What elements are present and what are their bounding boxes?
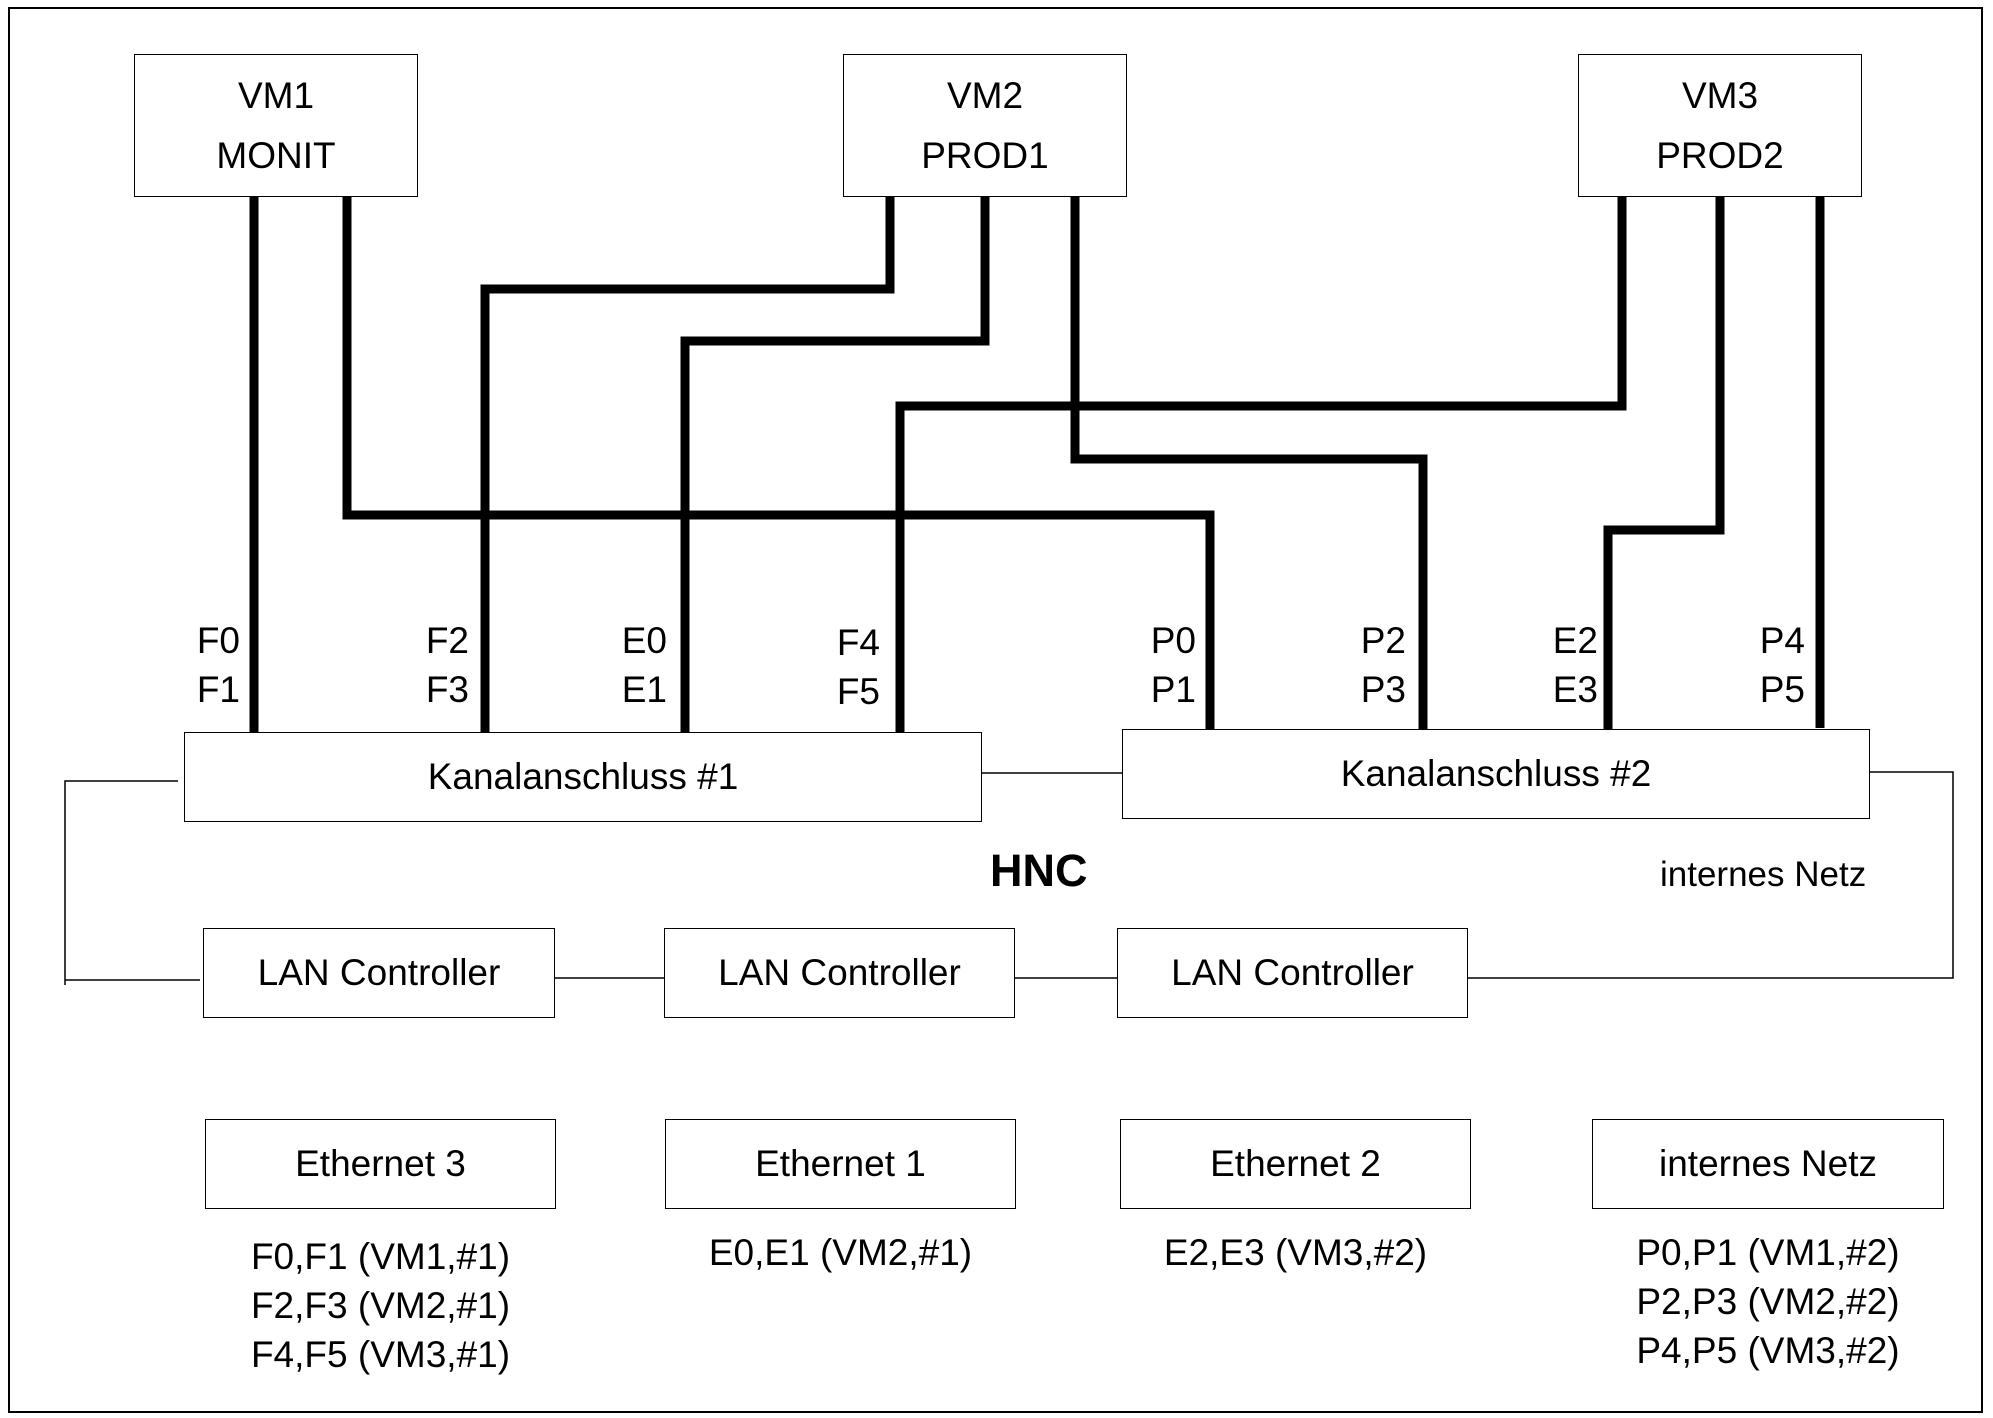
mapping-item: F4,F5 (VM3,#1) bbox=[250, 1334, 511, 1375]
mapping-list-ethernet2: E2,E3 (VM3,#2) bbox=[1120, 1228, 1471, 1277]
mapping-list-ethernet1: E0,E1 (VM2,#1) bbox=[665, 1228, 1016, 1277]
line-vm1-p0p1 bbox=[342, 196, 1215, 730]
vm3-name: VM3 bbox=[1681, 75, 1759, 117]
network-ethernet2-label: Ethernet 2 bbox=[1210, 1143, 1381, 1185]
mapping-item: E2,E3 (VM3,#2) bbox=[1163, 1232, 1428, 1273]
kanalanschluss-1-label: Kanalanschluss #1 bbox=[427, 756, 739, 798]
mapping-item: F2,F3 (VM2,#1) bbox=[250, 1285, 511, 1326]
vm1-name: VM1 bbox=[237, 75, 315, 117]
mapping-item: F0,F1 (VM1,#1) bbox=[250, 1236, 511, 1277]
network-ethernet1-box: Ethernet 1 bbox=[665, 1119, 1016, 1209]
internal-net-label: internes Netz bbox=[1660, 855, 1867, 894]
vm2-role: PROD1 bbox=[921, 134, 1049, 176]
network-ethernet2-box: Ethernet 2 bbox=[1120, 1119, 1471, 1209]
kanalanschluss-2-box: Kanalanschluss #2 bbox=[1122, 729, 1870, 819]
kanalanschluss-2-label: Kanalanschluss #2 bbox=[1340, 753, 1652, 795]
mapping-item: E0,E1 (VM2,#1) bbox=[708, 1232, 973, 1273]
lan-controller-2-box: LAN Controller bbox=[664, 928, 1015, 1018]
line-vm2-p2p3 bbox=[1070, 196, 1428, 730]
mapping-list-ethernet3: F0,F1 (VM1,#1) F2,F3 (VM2,#1) F4,F5 (VM3… bbox=[205, 1232, 556, 1379]
lan-controller-1-label: LAN Controller bbox=[257, 952, 501, 994]
network-internal-label: internes Netz bbox=[1659, 1143, 1877, 1185]
line-vm3-e2e3 bbox=[1603, 196, 1725, 730]
vm2-box: VM2 PROD1 bbox=[843, 54, 1127, 197]
lan-controller-1-box: LAN Controller bbox=[203, 928, 555, 1018]
lan-controller-3-label: LAN Controller bbox=[1171, 952, 1414, 994]
line-vm2-e0e1 bbox=[680, 196, 990, 732]
diagram-frame bbox=[8, 7, 1983, 1413]
mapping-list-internal: P0,P1 (VM1,#2) P2,P3 (VM2,#2) P4,P5 (VM3… bbox=[1592, 1228, 1944, 1375]
hnc-label: HNC bbox=[990, 845, 1088, 896]
network-ethernet3-box: Ethernet 3 bbox=[205, 1119, 556, 1209]
network-internal-box: internes Netz bbox=[1592, 1119, 1944, 1209]
bus-left bbox=[64, 780, 178, 985]
network-ethernet1-label: Ethernet 1 bbox=[755, 1143, 926, 1185]
vm3-box: VM3 PROD2 bbox=[1578, 54, 1862, 197]
kanalanschluss-1-box: Kanalanschluss #1 bbox=[184, 732, 982, 822]
line-vm2-f2f3 bbox=[480, 196, 895, 732]
mapping-item: P2,P3 (VM2,#2) bbox=[1636, 1281, 1900, 1322]
bus-right bbox=[1468, 771, 1954, 979]
network-ethernet3-label: Ethernet 3 bbox=[295, 1143, 466, 1185]
vm1-box: VM1 MONIT bbox=[134, 54, 418, 197]
vm3-role: PROD2 bbox=[1656, 134, 1784, 176]
vm2-name: VM2 bbox=[946, 75, 1024, 117]
lan-controller-2-label: LAN Controller bbox=[718, 952, 961, 994]
mapping-item: P0,P1 (VM1,#2) bbox=[1636, 1232, 1900, 1273]
lan-controller-3-box: LAN Controller bbox=[1117, 928, 1468, 1018]
mapping-item: P4,P5 (VM3,#2) bbox=[1636, 1330, 1900, 1371]
vm1-role: MONIT bbox=[216, 134, 336, 176]
line-vm3-f4f5 bbox=[895, 196, 1627, 732]
